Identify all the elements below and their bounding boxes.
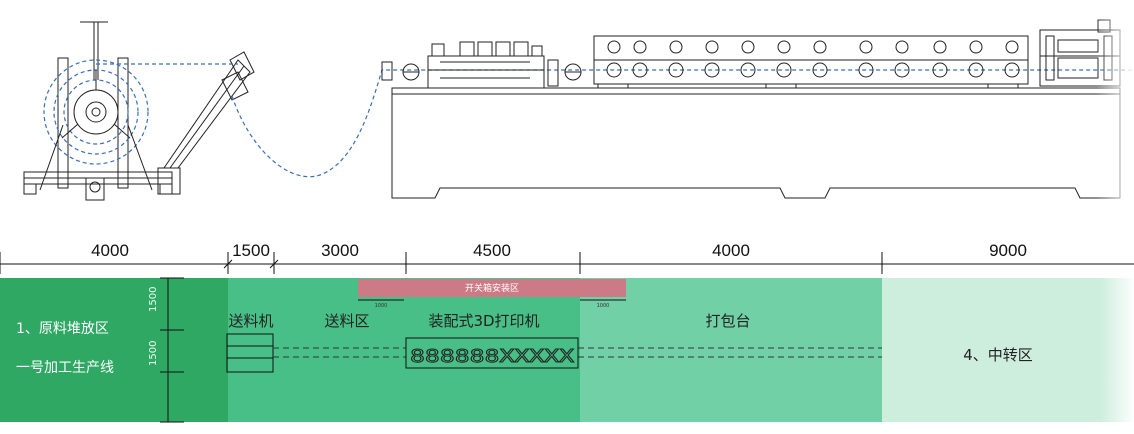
uncoiler-machine [23,21,173,201]
feeder-box [226,333,274,373]
side-dim-lower: 1500 [148,341,159,366]
dimension-label: 4500 [473,241,511,260]
machine-elevation [23,19,1134,201]
switch-tick-right: 1000 [597,303,610,309]
right-fade [1096,0,1134,220]
material-flow-line [96,63,1134,178]
dimension-line: 4000 1500 3000 4500 4000 9000 [0,241,1134,274]
raw-material-label: 1、原料堆放区 [16,321,109,337]
dimension-label: 4000 [91,241,129,260]
switch-install-bar [358,279,626,297]
switch-install-label: 开关箱安装区 [465,282,519,294]
zone-raw-material [0,278,228,422]
printer-display: 888888XXXXX [410,346,574,367]
switch-tick-left: 1000 [375,303,388,309]
zone-feed [228,278,580,422]
side-dim-upper: 1500 [148,287,159,312]
dimension-label: 1500 [232,241,270,260]
printer-label: 装配式3D打印机 [428,312,539,330]
packing-label: 打包台 [705,312,750,330]
feeder-label: 送料机 [228,312,273,330]
zone-transfer [882,278,1134,422]
feeder-arm-machine [157,51,255,195]
roller-row-lower [606,62,1020,78]
zone-layout: 开关箱安装区 1000 1000 1、原料堆放区 一号加工生产线 1500 15… [0,277,1134,423]
transfer-label: 4、中转区 [963,346,1033,364]
production-line-label: 一号加工生产线 [16,360,114,376]
printer-box [405,337,579,369]
roller-row-upper [607,40,1019,54]
dimension-label: 4000 [712,241,750,260]
dimension-label: 9000 [989,241,1027,260]
zone-packing [580,278,882,422]
feed-area-label: 送料区 [324,312,369,330]
right-fade [1100,278,1134,422]
dimension-label: 3000 [321,241,359,260]
printer-machine [381,19,1121,199]
